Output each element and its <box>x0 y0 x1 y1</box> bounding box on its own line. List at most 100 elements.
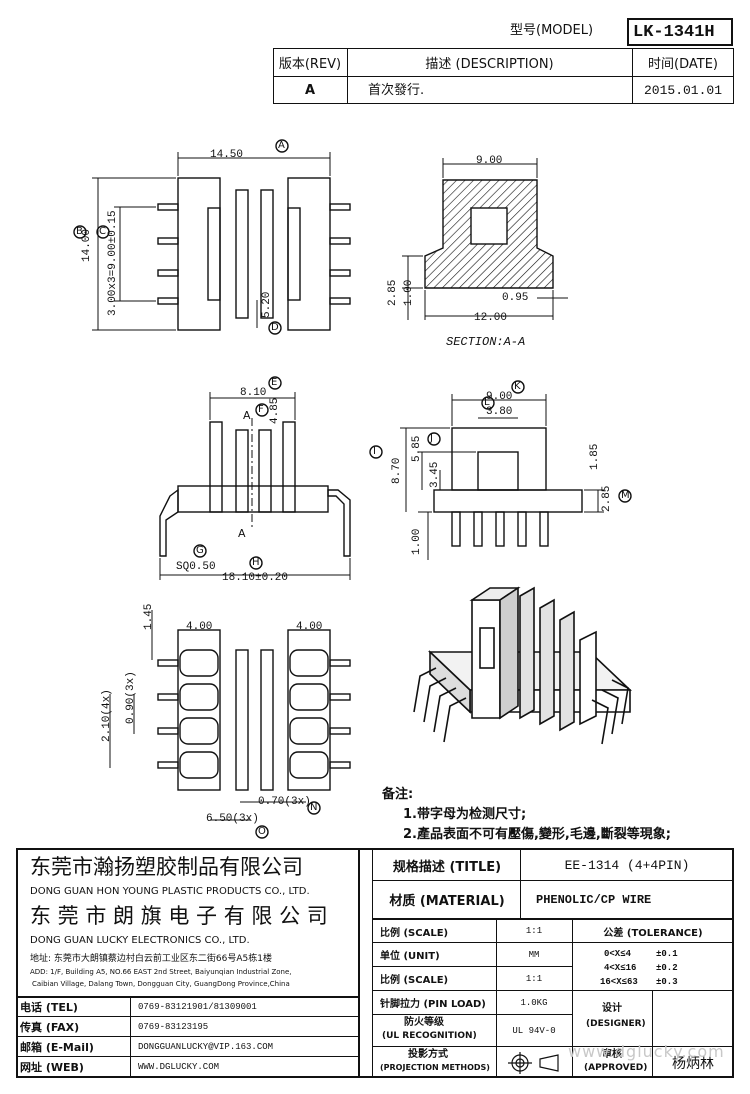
pin-load-value: 1.0KG <box>520 997 548 1008</box>
tel-value: 0769-83121901/81309001 <box>138 1001 257 1012</box>
section-view <box>402 158 568 320</box>
web-label: 网址 (WEB) <box>20 1060 84 1074</box>
notes-heading: 备注: <box>382 787 414 802</box>
date-header: 时间(DATE) <box>648 57 718 72</box>
ul-label-en: (UL RECOGNITION) <box>382 1031 477 1041</box>
marker-h: H <box>252 557 260 568</box>
notes-item-2: 2.產品表面不可有壓傷,變形,毛邊,斷裂等現象; <box>403 827 671 842</box>
isometric-view <box>413 586 633 745</box>
side-dim-right: 2.85 <box>601 485 613 512</box>
notes-item-1: 1.带字母为检测尺寸; <box>403 807 527 822</box>
top-view <box>73 139 351 335</box>
title-block <box>16 848 734 1078</box>
marker-m: M <box>621 490 630 501</box>
unit-label: 单位 (UNIT) <box>380 951 440 962</box>
marker-l: L <box>484 397 490 408</box>
rev-header: 版本(REV) <box>278 57 342 72</box>
watermark: www.dglucky.com <box>568 1042 725 1061</box>
title-label: 规格描述 (TITLE) <box>392 859 502 875</box>
section-dim-wall: 0.95 <box>502 292 529 304</box>
marker-g: G <box>196 545 204 556</box>
marker-n: N <box>310 802 318 813</box>
ul-label-cn: 防火等级 <box>404 1017 444 1028</box>
section-mark-top: A <box>243 409 251 422</box>
section-dim-h1: 2.85 <box>387 279 399 306</box>
bottom-dim-pitch-4x: 2.10(4x) <box>101 689 113 742</box>
projection-label-en: (PROJECTION METHODS) <box>380 1063 490 1072</box>
front-dim-top: 8.10 <box>240 387 267 399</box>
desc-value: 首次發行. <box>368 83 425 98</box>
bottom-dim-base: 6.50(3x) <box>206 813 259 825</box>
date-value: 2015.01.01 <box>643 83 722 98</box>
projection-label-cn: 投影方式 <box>408 1049 448 1060</box>
email-value: DONGGUANLUCKY@VIP.163.COM <box>138 1041 274 1052</box>
company-address-cn: 地址: 东莞市大朗镇蔡边村白云前工业区东二街66号A5栋1楼 <box>30 954 272 964</box>
approved-label-en: (APPROVED) <box>584 1063 648 1073</box>
marker-c: C <box>99 226 106 237</box>
tol-value-2: ±0.2 <box>656 963 678 973</box>
front-dim-pin: SQ0.50 <box>176 561 216 573</box>
marker-o: O <box>258 826 266 837</box>
side-dim-h2: 3.45 <box>429 461 441 488</box>
approved-label-cn: 审核 <box>602 1049 622 1060</box>
drawing-area <box>73 139 633 839</box>
section-dim-bottom: 12.00 <box>474 312 508 324</box>
bottom-dim-gap: 0.70(3x) <box>258 796 311 808</box>
model-box <box>627 18 733 46</box>
company-address-en-1: ADD: 1/F, Building A5, NO.66 EAST 2nd St… <box>30 968 292 976</box>
top-dim-height: 14.00 <box>81 228 93 262</box>
marker-i: I <box>373 446 376 457</box>
section-dim-top: 9.00 <box>476 155 503 167</box>
fax-label: 传真 (FAX) <box>20 1020 80 1034</box>
marker-f: F <box>258 404 264 415</box>
designer-label-en: (DESIGNER) <box>586 1019 646 1029</box>
marker-e: E <box>271 377 278 388</box>
side-dim-right-top: 1.85 <box>589 443 601 470</box>
side-dim-left-bottom: 1.00 <box>411 528 423 555</box>
fax-value: 0769-83123195 <box>138 1021 209 1032</box>
pin-load-label: 针脚拉力 (PIN LOAD) <box>380 999 486 1010</box>
bottom-dim-right-w: 4.00 <box>296 621 323 633</box>
approved-value: 杨炳林 <box>672 1055 714 1072</box>
section-caption: SECTION:A-A <box>446 335 526 349</box>
front-dim-bottom: 18.10±0.20 <box>222 572 289 584</box>
marker-a: A <box>278 140 285 151</box>
rev-value: A <box>304 83 316 98</box>
section-dim-h2: 1.00 <box>403 279 415 306</box>
marker-b: B <box>76 226 83 237</box>
bottom-dim-top: 1.45 <box>143 603 155 630</box>
top-dim-slot: 5.20 <box>261 291 273 318</box>
tolerance-label: 公差 (TOLERANCE) <box>603 927 703 939</box>
bottom-view <box>109 610 351 839</box>
marker-k: K <box>514 381 521 392</box>
marker-j: J <box>430 433 433 444</box>
company-cn-name-2: 东 莞 市 朗 旗 电 子 有 限 公 司 <box>30 904 328 928</box>
tol-range-1: 0<X≤4 <box>604 949 632 959</box>
top-dim-pitch: 3.00x3=9.00±0.15 <box>107 210 119 316</box>
title-value: EE-1314 (4+4PIN) <box>564 857 690 873</box>
unit-value: MM <box>528 949 540 960</box>
side-dim-top: 9.00 <box>486 391 513 403</box>
model-label: 型号(MODEL) <box>510 23 594 38</box>
scale-label: 比例 (SCALE) <box>380 927 449 939</box>
marker-d: D <box>271 322 279 333</box>
tol-range-3: 16<X≤63 <box>600 977 638 987</box>
tol-value-3: ±0.3 <box>656 977 678 987</box>
bottom-dim-left-w: 4.00 <box>186 621 213 633</box>
model-value: LK-1341H <box>633 23 715 42</box>
scale2-value: 1:1 <box>525 973 543 984</box>
side-dim-inner: 3.80 <box>486 406 513 418</box>
front-dim-flange: 4.85 <box>269 397 281 424</box>
material-label: 材质 (MATERIAL) <box>389 894 505 909</box>
ul-value: UL 94V-0 <box>512 1025 556 1036</box>
email-label: 邮箱 (E-Mail) <box>20 1040 94 1054</box>
web-value: WWW.DGLUCKY.COM <box>138 1061 220 1072</box>
scale-value: 1:1 <box>525 926 543 936</box>
scale2-label: 比例 (SCALE) <box>380 975 449 986</box>
top-dim-width: 14.50 <box>210 149 244 161</box>
side-dim-h1: 5.85 <box>411 435 423 462</box>
tel-label: 电话 (TEL) <box>20 1000 78 1014</box>
side-view <box>369 380 632 560</box>
company-address-en-2: Caibian Village, Dalang Town, Dongguan C… <box>32 980 290 988</box>
front-view <box>159 376 351 580</box>
